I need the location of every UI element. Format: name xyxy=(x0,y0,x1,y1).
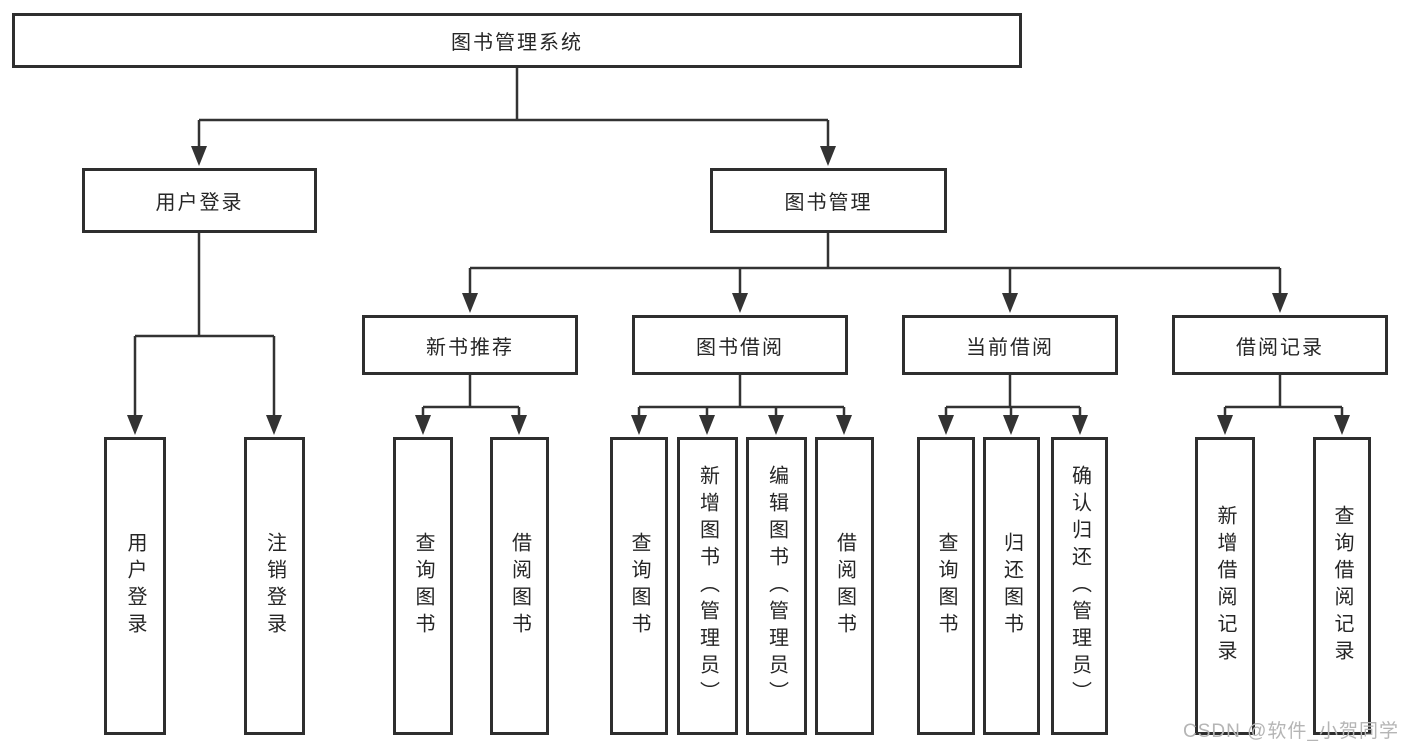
leaf-label: 新增借阅记录 xyxy=(1214,505,1236,667)
leaf-query-borrow-record: 查询借阅记录 xyxy=(1313,437,1371,735)
leaf-label: 用户登录 xyxy=(124,532,146,640)
node-current-borrowing: 当前借阅 xyxy=(902,315,1118,375)
node-book-borrowing: 图书借阅 xyxy=(632,315,848,375)
leaf-confirm-return-admin: 确认归还（管理员） xyxy=(1051,437,1108,735)
leaf-edit-books-admin: 编辑图书（管理员） xyxy=(746,437,807,735)
leaf-query-books-2: 查询图书 xyxy=(610,437,668,735)
node-book-management-branch: 图书管理 xyxy=(710,168,947,233)
leaf-label: 查询图书 xyxy=(935,532,957,640)
leaf-borrow-books-1: 借阅图书 xyxy=(490,437,549,735)
leaf-add-borrow-record: 新增借阅记录 xyxy=(1195,437,1255,735)
leaf-label: 新增图书（管理员） xyxy=(696,464,719,708)
leaf-label: 归还图书 xyxy=(1000,532,1023,640)
leaf-label: 借阅图书 xyxy=(833,532,856,640)
leaf-query-books-1: 查询图书 xyxy=(393,437,453,735)
leaf-label: 确认归还（管理员） xyxy=(1068,464,1091,708)
leaf-label: 查询图书 xyxy=(412,532,434,640)
node-new-book-recommend: 新书推荐 xyxy=(362,315,578,375)
leaf-add-books-admin: 新增图书（管理员） xyxy=(677,437,738,735)
leaf-return-books: 归还图书 xyxy=(983,437,1040,735)
leaf-user-login: 用户登录 xyxy=(104,437,166,735)
leaf-query-books-3: 查询图书 xyxy=(917,437,975,735)
leaf-logout: 注销登录 xyxy=(244,437,305,735)
watermark: CSDN @软件_小贺同学 xyxy=(1183,721,1399,742)
leaf-label: 编辑图书（管理员） xyxy=(765,464,788,708)
node-borrowing-records: 借阅记录 xyxy=(1172,315,1388,375)
leaf-label: 查询借阅记录 xyxy=(1331,505,1353,667)
leaf-label: 借阅图书 xyxy=(508,532,531,640)
node-root-system: 图书管理系统 xyxy=(12,13,1022,68)
leaf-label: 查询图书 xyxy=(628,532,650,640)
leaf-borrow-books-2: 借阅图书 xyxy=(815,437,874,735)
node-user-login-branch: 用户登录 xyxy=(82,168,317,233)
leaf-label: 注销登录 xyxy=(263,532,286,640)
